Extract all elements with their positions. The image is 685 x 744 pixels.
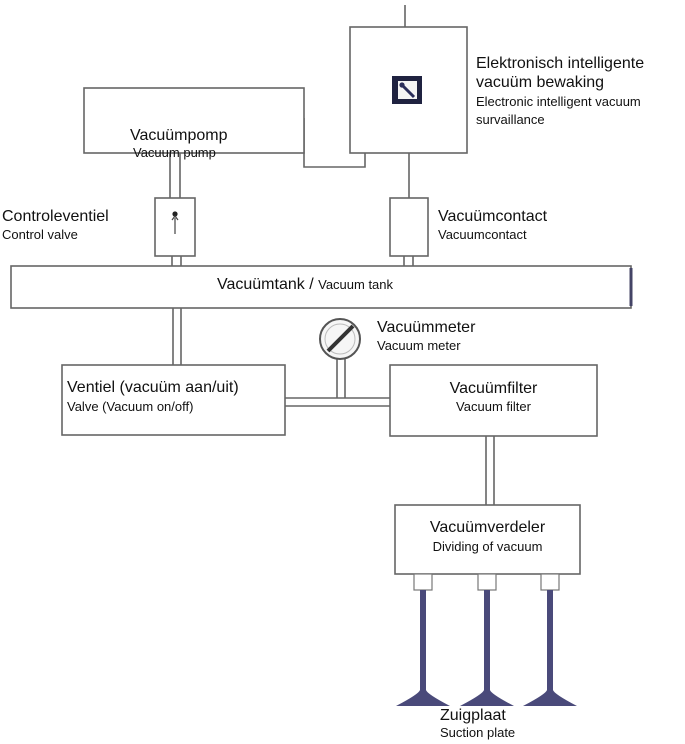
meter-stem [336, 358, 346, 398]
vacuum-tank-title-nl: Vacuümtank [217, 276, 305, 293]
valve-tank-connector [171, 256, 182, 266]
vacuum-contact-title-en: Vacuumcontact [438, 227, 527, 242]
distributor-title-nl: Vacuümverdeler [429, 519, 546, 536]
vacuum-pump-title-en: Vacuum pump [133, 145, 216, 160]
distributor-title-en: Dividing of vacuum [432, 539, 543, 554]
suction-coupling-right [540, 573, 560, 591]
vacuum-tank-label: Vacuümtank / Vacuum tank [217, 276, 393, 294]
monitor-display-icon [392, 76, 422, 104]
suction-plate-title-en: Suction plate [440, 725, 516, 740]
vacuum-contact-box [389, 197, 429, 257]
suction-plate-right [523, 690, 577, 706]
valve-box [61, 364, 286, 436]
valve-title-nl: Ventiel (vacuüm aan/uit) [67, 379, 239, 396]
control-valve-icon [171, 211, 179, 234]
suction-plate-title-nl: Zuigplaat [440, 707, 506, 724]
contact-tank-connector [403, 256, 414, 266]
distributor-box [394, 504, 581, 575]
suction-stem-right [547, 590, 553, 694]
suction-coupling-middle [477, 573, 497, 591]
valve-filter-pipe [285, 397, 390, 407]
tank-valve-connector [172, 308, 182, 365]
vacuum-meter-title-en: Vacuum meter [377, 338, 461, 353]
vacuum-filter-title-nl: Vacuümfilter [449, 380, 538, 397]
vacuum-pump-box [83, 87, 305, 154]
monitor-title-en-1: Electronic intelligent vacuum [476, 94, 641, 109]
suction-stem-middle [484, 590, 490, 694]
control-valve-title-en: Control valve [2, 227, 78, 242]
pump-valve-connector [169, 153, 181, 198]
suction-coupling-left [413, 573, 433, 591]
vacuum-tank-separator: / [309, 276, 314, 293]
vacuum-filter-title-en: Vacuum filter [456, 399, 531, 414]
monitor-title-nl-1: Elektronisch intelligente [476, 55, 645, 72]
suction-stem-left [420, 590, 426, 694]
vacuum-meter-gauge [319, 318, 361, 360]
filter-distributor-connector [485, 436, 495, 505]
vacuum-pump-title-nl: Vacuümpomp [130, 127, 228, 144]
vacuum-contact-title-nl: Vacuümcontact [438, 208, 548, 225]
vacuum-filter-box [389, 364, 598, 437]
suction-plate-middle [460, 690, 514, 706]
suction-plate-left [396, 690, 450, 706]
vacuum-meter-title-nl: Vacuümmeter [377, 319, 476, 336]
control-valve-title-nl: Controleventiel [2, 208, 109, 225]
vacuum-tank-title-en: Vacuum tank [318, 277, 394, 292]
valve-title-en: Valve (Vacuum on/off) [67, 399, 194, 414]
monitor-title-en-2: survaillance [476, 112, 545, 127]
monitor-title-nl-2: vacuüm bewaking [476, 74, 605, 91]
